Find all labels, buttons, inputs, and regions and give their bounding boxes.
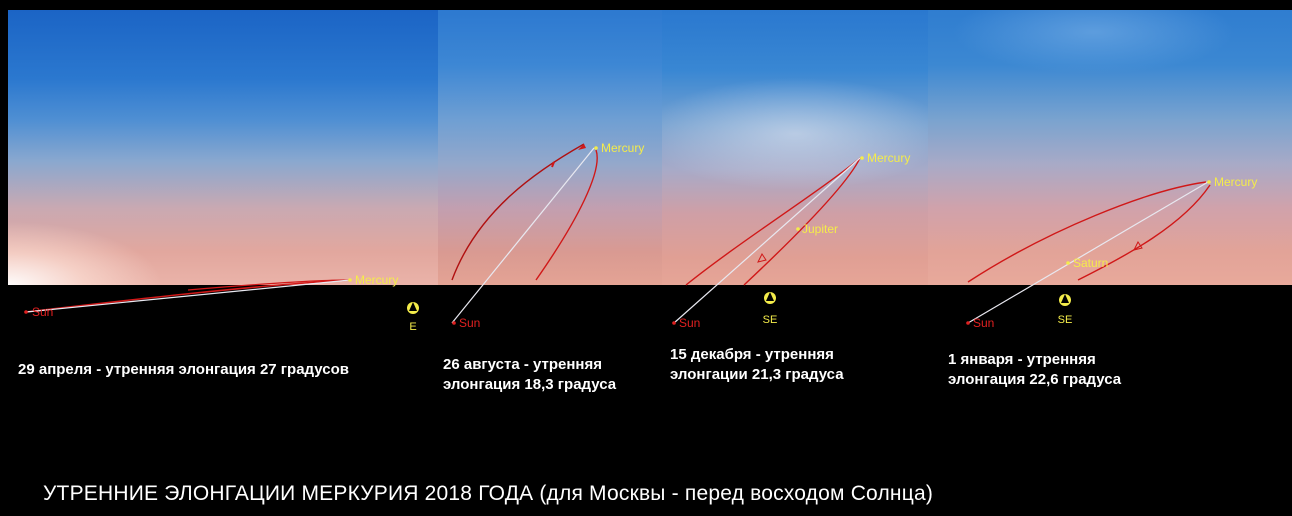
direction-label: E [409,321,416,333]
panel-overlay: Mercury Sun E [24,273,419,333]
sun-label: Sun [32,305,53,319]
panel-overlay: Mercury Sun [451,141,644,330]
ground [438,285,662,510]
saturn-label: Saturn [1073,256,1108,270]
panel-august-26: Mercury Sun 26 августа - утренняя элонга… [438,10,662,510]
jupiter-label: Jupiter [802,222,838,236]
elongation-line [25,279,351,313]
sun-label: Sun [973,316,994,330]
panel-caption: 29 апреля - утренняя элонгация 27 градус… [18,361,349,378]
mercury-label: Mercury [355,273,398,287]
sky-gradient [8,10,438,285]
panel-caption: 26 августа - утренняя элонгация 18,3 гра… [443,356,617,393]
panel-overlay: Mercury Saturn Sun SE [966,175,1257,330]
mercury-label: Mercury [1214,175,1257,189]
mercury-label: Mercury [867,151,910,165]
jupiter-marker [796,227,800,231]
ground [662,285,928,510]
compass-marker-icon [764,292,776,304]
ground [928,285,1292,510]
panel-caption: 15 декабря - утренняя элонгации 21,3 гра… [670,346,844,383]
elongation-line [673,157,861,324]
sun-marker [24,310,28,314]
direction-label: SE [763,314,778,326]
ground [8,285,438,510]
elongation-line [451,147,595,324]
sun-marker [966,321,970,325]
mercury-path [685,157,861,286]
mercury-marker [860,156,864,160]
sun-marker [672,321,676,325]
mercury-marker [348,278,352,282]
direction-label: SE [1058,314,1073,326]
compass-marker-icon [1059,294,1071,306]
panel-caption: 1 января - утренняя элонгация 22,6 граду… [948,351,1122,388]
poster-title: УТРЕННИЕ ЭЛОНГАЦИИ МЕРКУРИЯ 2018 ГОДА (д… [43,482,934,505]
mercury-marker [594,146,598,150]
sky-gradient [438,10,662,285]
panel-april-29: Mercury Sun E 29 апреля - утренняя элонг… [8,10,438,510]
mercury-path [967,181,1207,283]
mercury-marker [1207,180,1211,184]
sun-marker [452,321,456,325]
sun-label: Sun [459,316,480,330]
sky-gradient [662,10,928,285]
mercury-path [451,143,585,281]
mercury-label: Mercury [601,141,644,155]
sun-label: Sun [679,316,700,330]
compass-marker-icon [407,302,419,314]
elongation-line [967,181,1209,324]
panel-overlay: Mercury Jupiter Sun SE [672,151,910,330]
saturn-marker [1066,261,1070,265]
panel-december-15: Mercury Jupiter Sun SE 15 декабря - утре… [662,10,928,510]
panel-january-1: Mercury Saturn Sun SE 1 января - утрення… [928,10,1292,510]
mercury-path [25,279,351,313]
